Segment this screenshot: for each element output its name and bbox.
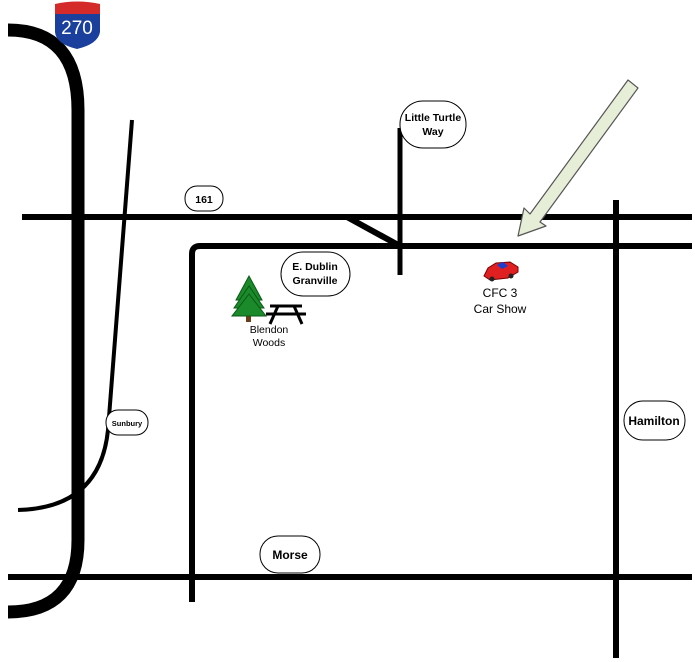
connector-road <box>345 214 402 249</box>
blendon-line1: Blendon <box>250 324 289 336</box>
little-turtle-line2: Way <box>422 126 443 138</box>
blendon-line2: Woods <box>253 337 286 349</box>
morse-label: Morse <box>259 535 321 574</box>
e-dublin-line2: Granville <box>293 275 338 287</box>
pine-tree-icon <box>230 274 268 322</box>
hamilton-label: Hamilton <box>623 400 686 441</box>
event-line2: Car Show <box>474 302 527 316</box>
interstate-270-road <box>7 23 85 619</box>
arrow-pointer-icon <box>517 79 639 237</box>
sunbury-label: Sunbury <box>105 409 149 436</box>
e-dublin-granville-label: E. Dublin Granville <box>280 251 351 297</box>
sunbury-text: Sunbury <box>112 419 143 428</box>
event-line1: CFC 3 <box>483 286 518 300</box>
little-turtle-line1: Little Turtle <box>405 112 462 124</box>
car-icon <box>483 261 519 282</box>
hamilton-text: Hamilton <box>628 414 679 428</box>
sunbury-road <box>17 119 134 512</box>
route-161-label: 161 <box>184 185 224 212</box>
little-turtle-label: Little Turtle Way <box>399 100 467 149</box>
e-dublin-line1: E. Dublin <box>292 261 338 273</box>
morse-text: Morse <box>272 548 308 562</box>
route-161-text: 161 <box>195 194 213 206</box>
interstate-shield-icon: 270 <box>55 1 100 49</box>
interstate-number: 270 <box>61 18 93 39</box>
e-dublin-granville-road <box>189 243 692 602</box>
picnic-table-icon <box>266 304 306 325</box>
